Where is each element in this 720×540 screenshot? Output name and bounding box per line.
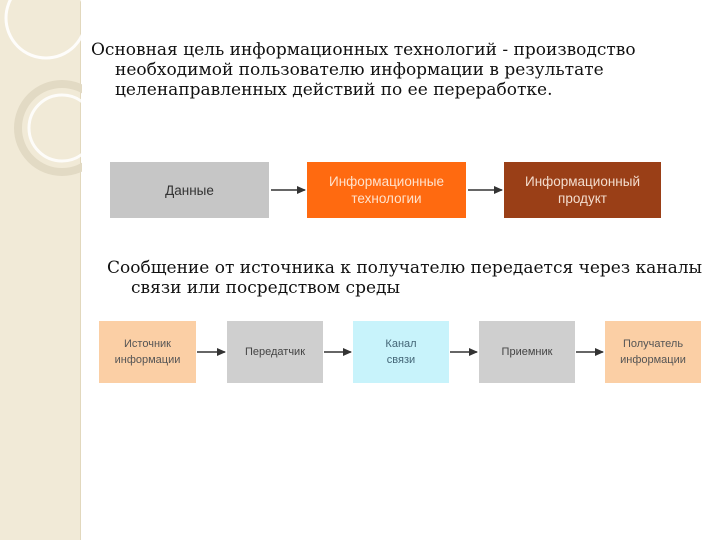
decorative-circles bbox=[4, 0, 82, 176]
decorative-circle-middle-inner bbox=[27, 93, 82, 163]
box-channel: Канал связи bbox=[353, 321, 449, 383]
box-information-product: Информационный продукт bbox=[504, 162, 661, 218]
band-edge-line bbox=[80, 0, 81, 540]
box-information-technologies: Информационные технологии bbox=[307, 162, 466, 218]
box-info-source: Источник информации bbox=[99, 321, 196, 383]
decorative-circle-middle-outer bbox=[14, 80, 82, 176]
box-receiver: Приемник bbox=[479, 321, 575, 383]
box-info-receiver: Получатель информации bbox=[605, 321, 701, 383]
paragraph-message-channels: Сообщение от источника к получателю пере… bbox=[107, 258, 703, 298]
box-data: Данные bbox=[110, 162, 269, 218]
paragraph-it-goal: Основная цель информационных технологий … bbox=[91, 40, 636, 100]
box-transmitter: Передатчик bbox=[227, 321, 323, 383]
decorative-circle-top bbox=[4, 0, 82, 60]
